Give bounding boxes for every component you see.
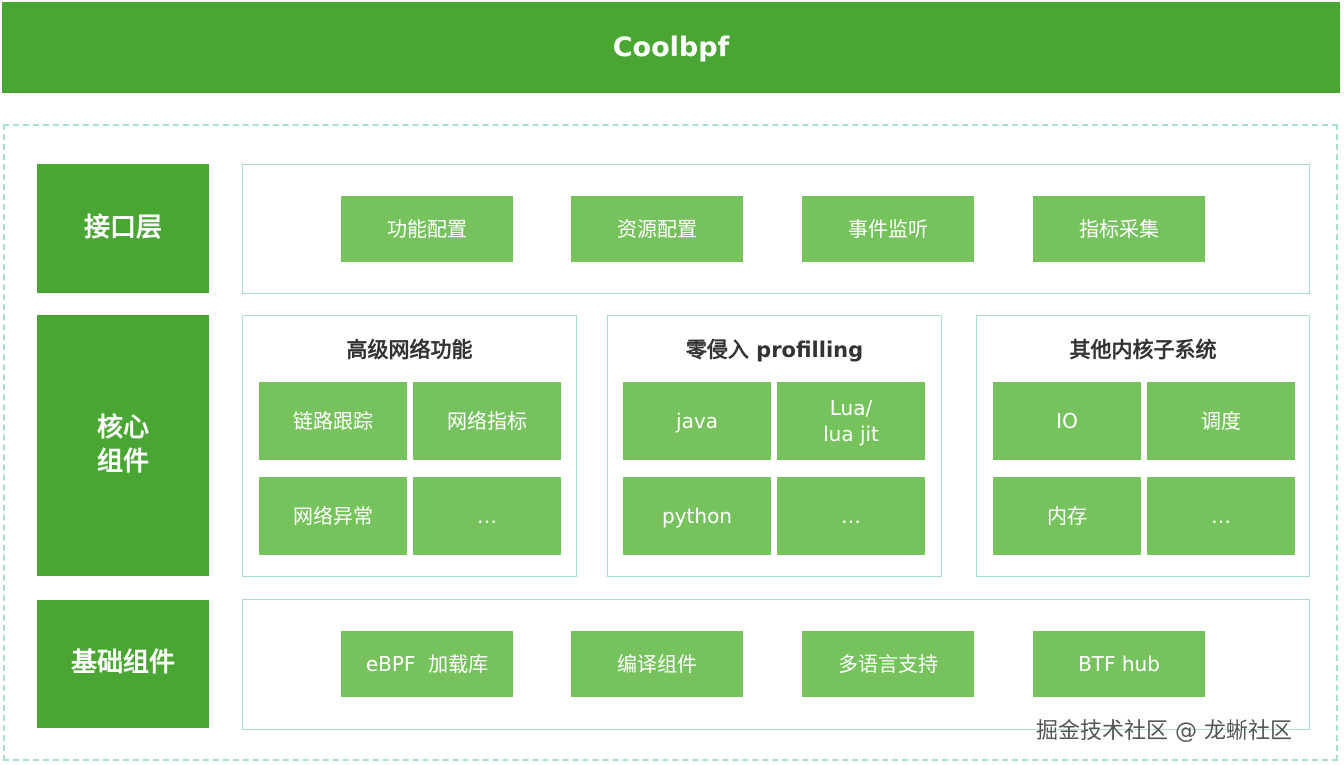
watermark: 掘金技术社区 @ 龙蜥社区 [1036,719,1292,744]
core-item: 网络指标 [413,382,561,460]
core-item-ellipsis: … [413,477,561,555]
core-group-advanced-network: 高级网络功能 链路跟踪 网络指标 网络异常 … [242,315,577,577]
interface-item-metric-collect: 指标采集 [1033,196,1205,262]
base-item-ebpf-loader: eBPF 加载库 [341,631,513,697]
core-group-other-kernel-subsystems: 其他内核子系统 IO 调度 内存 … [976,315,1310,577]
interface-item-function-config: 功能配置 [341,196,513,262]
core-item: python [623,477,771,555]
diagram-title-bar: Coolbpf [2,2,1340,93]
core-group-title: 零侵入 profilling [685,338,864,362]
core-group-title: 其他内核子系统 [1069,338,1217,362]
core-group-title: 高级网络功能 [346,338,473,362]
architecture-container [3,124,1338,761]
core-layer-label: 核心 组件 [37,315,209,576]
interface-layer-label: 接口层 [37,164,209,293]
core-item-ellipsis: … [1147,477,1295,555]
base-layer-panel: eBPF 加载库 编译组件 多语言支持 BTF hub [242,599,1310,730]
base-item-multi-language: 多语言支持 [802,631,974,697]
core-group-zero-intrusion-profiling: 零侵入 profilling java Lua/ lua jit python … [607,315,942,577]
core-item: IO [993,382,1141,460]
core-item: Lua/ lua jit [777,382,925,460]
core-item-ellipsis: … [777,477,925,555]
core-item: 链路跟踪 [259,382,407,460]
core-item: java [623,382,771,460]
core-item: 网络异常 [259,477,407,555]
base-layer-label: 基础组件 [37,600,209,728]
interface-layer-panel: 功能配置 资源配置 事件监听 指标采集 [242,164,1310,294]
base-item-btf-hub: BTF hub [1033,631,1205,697]
diagram-title: Coolbpf [612,32,730,63]
base-item-compiler: 编译组件 [571,631,743,697]
core-item: 调度 [1147,382,1295,460]
core-item: 内存 [993,477,1141,555]
interface-item-resource-config: 资源配置 [571,196,743,262]
interface-item-event-listen: 事件监听 [802,196,974,262]
